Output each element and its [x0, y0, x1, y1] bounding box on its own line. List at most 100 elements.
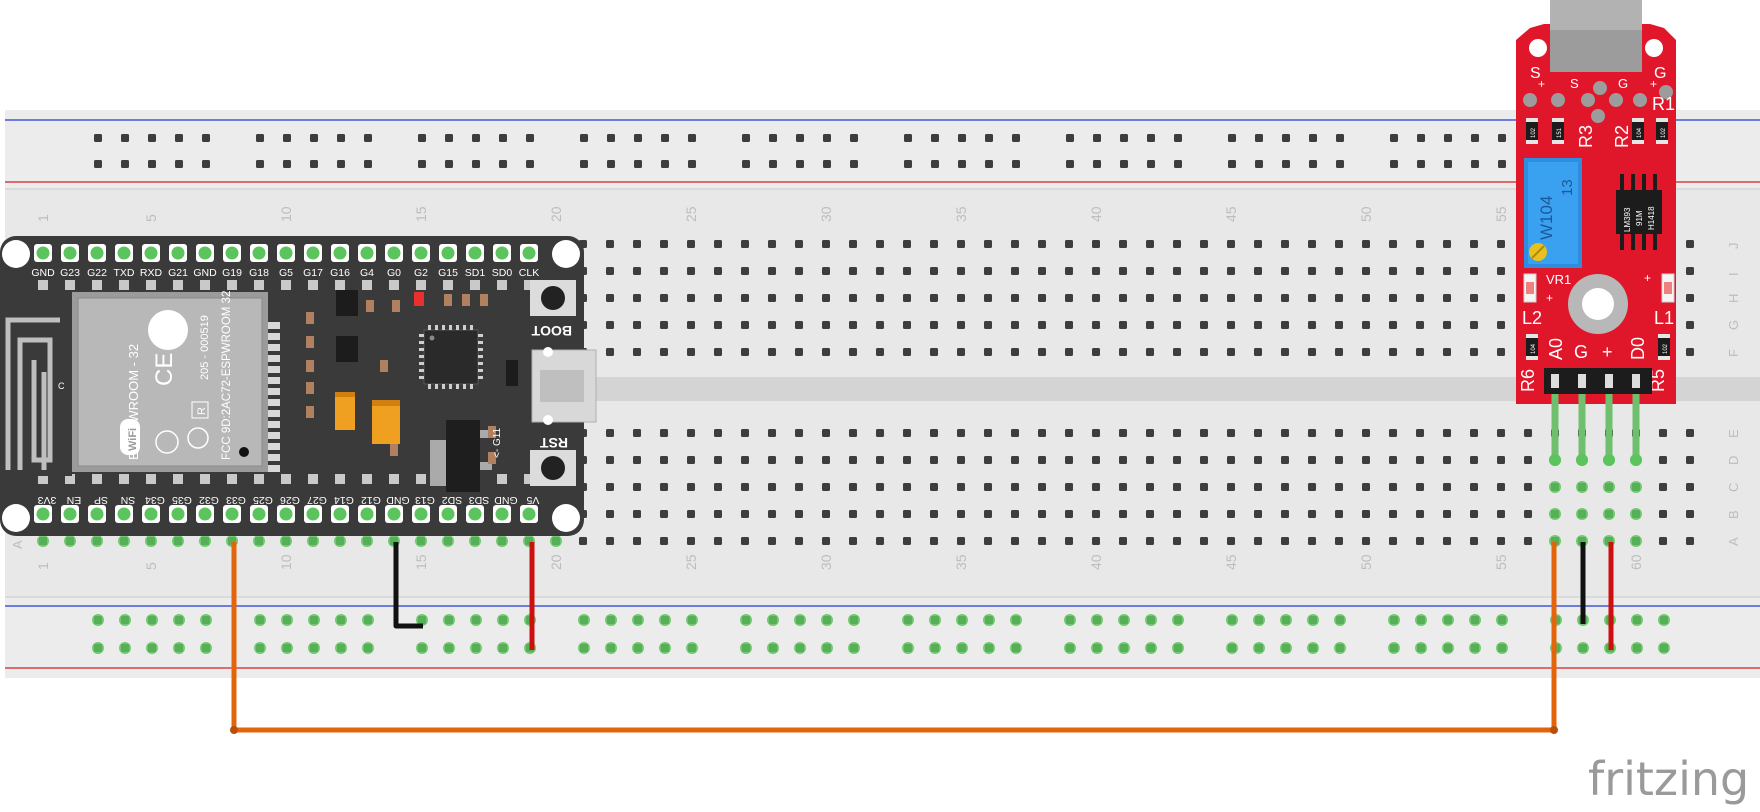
breadboard-hole[interactable] [1389, 429, 1397, 437]
breadboard-hole[interactable] [849, 429, 857, 437]
breadboard-hole[interactable] [1335, 456, 1343, 464]
breadboard-hole[interactable] [1146, 429, 1154, 437]
rail-hole[interactable] [445, 134, 453, 142]
rail-hole[interactable] [202, 134, 210, 142]
breadboard-hole[interactable] [1470, 456, 1478, 464]
breadboard-hole[interactable] [1497, 240, 1505, 248]
breadboard-hole[interactable] [957, 456, 965, 464]
breadboard-hole[interactable] [1281, 429, 1289, 437]
rail-hole[interactable] [796, 134, 804, 142]
rail-hole[interactable] [1390, 160, 1398, 168]
rail-hole[interactable] [661, 160, 669, 168]
rail-hole[interactable] [256, 134, 264, 142]
rail-hole[interactable] [148, 134, 156, 142]
breadboard-hole[interactable] [1335, 429, 1343, 437]
breadboard-hole[interactable] [1524, 510, 1532, 518]
breadboard-hole[interactable] [1281, 294, 1289, 302]
breadboard-hole[interactable] [849, 348, 857, 356]
breadboard-hole[interactable] [633, 321, 641, 329]
breadboard-hole[interactable] [1173, 321, 1181, 329]
breadboard-hole[interactable] [1686, 294, 1694, 302]
breadboard-hole[interactable] [1389, 348, 1397, 356]
breadboard-hole[interactable] [1470, 483, 1478, 491]
breadboard-hole[interactable] [984, 348, 992, 356]
breadboard-hole[interactable] [1173, 483, 1181, 491]
header-pin-leg[interactable] [1605, 394, 1613, 460]
breadboard-hole[interactable] [1362, 294, 1370, 302]
breadboard-hole[interactable] [660, 321, 668, 329]
rail-hole[interactable] [256, 160, 264, 168]
rail-hole[interactable] [1120, 134, 1128, 142]
esp32-pin[interactable] [360, 246, 374, 260]
header-pin-leg[interactable] [1632, 394, 1640, 460]
breadboard-hole[interactable] [1470, 294, 1478, 302]
breadboard-hole[interactable] [1011, 456, 1019, 464]
rail-hole[interactable] [580, 134, 588, 142]
breadboard-hole[interactable] [714, 348, 722, 356]
esp32-pin[interactable] [252, 507, 266, 521]
breadboard-hole[interactable] [876, 321, 884, 329]
breadboard-hole[interactable] [1173, 429, 1181, 437]
breadboard-hole[interactable] [714, 240, 722, 248]
breadboard-hole[interactable] [849, 240, 857, 248]
breadboard-hole[interactable] [1416, 267, 1424, 275]
breadboard-hole[interactable] [876, 240, 884, 248]
breadboard-hole[interactable] [903, 537, 911, 545]
breadboard-hole[interactable] [741, 483, 749, 491]
esp32-pin[interactable] [171, 507, 185, 521]
breadboard-hole[interactable] [1065, 510, 1073, 518]
breadboard-hole[interactable] [930, 429, 938, 437]
breadboard-hole[interactable] [606, 483, 614, 491]
breadboard-hole[interactable] [768, 321, 776, 329]
breadboard-hole[interactable] [1038, 321, 1046, 329]
breadboard-hole[interactable] [795, 321, 803, 329]
breadboard-hole[interactable] [714, 267, 722, 275]
breadboard-hole[interactable] [1119, 537, 1127, 545]
breadboard-hole[interactable] [1524, 537, 1532, 545]
breadboard-hole[interactable] [1470, 510, 1478, 518]
rail-hole[interactable] [1309, 134, 1317, 142]
breadboard-hole[interactable] [1281, 240, 1289, 248]
breadboard-hole[interactable] [633, 537, 641, 545]
breadboard-hole[interactable] [714, 321, 722, 329]
esp32-pin[interactable] [144, 246, 158, 260]
breadboard-hole[interactable] [1254, 294, 1262, 302]
breadboard-hole[interactable] [1065, 267, 1073, 275]
breadboard-hole[interactable] [1092, 483, 1100, 491]
breadboard-hole[interactable] [768, 294, 776, 302]
breadboard-hole[interactable] [1227, 537, 1235, 545]
breadboard-hole[interactable] [903, 456, 911, 464]
breadboard-hole[interactable] [795, 510, 803, 518]
esp32-pin[interactable] [225, 246, 239, 260]
rail-hole[interactable] [337, 134, 345, 142]
breadboard-hole[interactable] [1038, 510, 1046, 518]
breadboard-hole[interactable] [714, 456, 722, 464]
breadboard-hole[interactable] [1308, 537, 1316, 545]
breadboard-hole[interactable] [1146, 240, 1154, 248]
esp32-pin[interactable] [522, 507, 536, 521]
rail-hole[interactable] [472, 160, 480, 168]
breadboard-hole[interactable] [1389, 456, 1397, 464]
breadboard-hole[interactable] [687, 510, 695, 518]
rail-hole[interactable] [418, 160, 426, 168]
rail-hole[interactable] [931, 160, 939, 168]
breadboard-hole[interactable] [741, 537, 749, 545]
rail-hole[interactable] [175, 160, 183, 168]
breadboard-hole[interactable] [660, 483, 668, 491]
breadboard-hole[interactable] [849, 456, 857, 464]
esp32-pin[interactable] [333, 507, 347, 521]
breadboard-hole[interactable] [1362, 510, 1370, 518]
breadboard-hole[interactable] [768, 348, 776, 356]
breadboard-hole[interactable] [1497, 267, 1505, 275]
breadboard-hole[interactable] [1308, 294, 1316, 302]
breadboard-hole[interactable] [822, 456, 830, 464]
breadboard-hole[interactable] [1119, 429, 1127, 437]
breadboard-hole[interactable] [1092, 267, 1100, 275]
breadboard-hole[interactable] [1416, 240, 1424, 248]
esp32-pin[interactable] [252, 246, 266, 260]
esp32-pin[interactable] [63, 246, 77, 260]
breadboard-hole[interactable] [957, 321, 965, 329]
breadboard-hole[interactable] [822, 267, 830, 275]
breadboard-hole[interactable] [903, 510, 911, 518]
breadboard-hole[interactable] [795, 483, 803, 491]
